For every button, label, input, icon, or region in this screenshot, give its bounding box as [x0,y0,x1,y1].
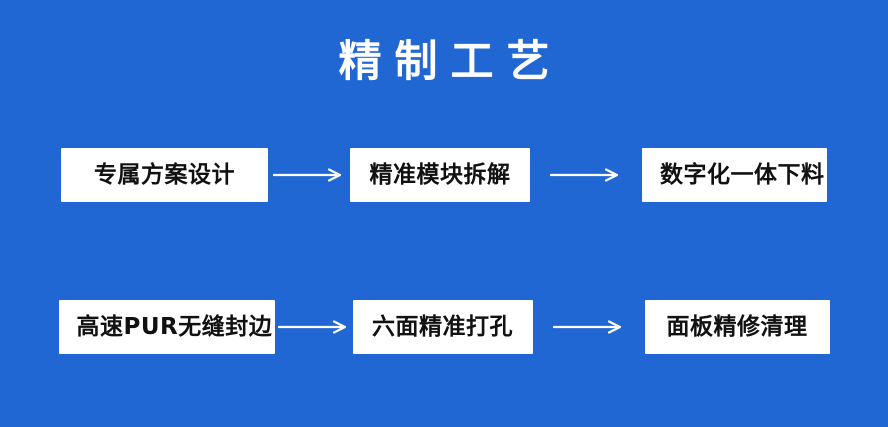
process-step-2[interactable]: 精准模块拆解 [350,148,530,202]
page-title: 精制工艺 [338,37,563,87]
arrow-right-icon [268,148,350,202]
process-step-6[interactable]: 面板精修清理 [644,300,830,354]
process-step-4[interactable]: 高速PUR无缝封边 [58,300,275,354]
process-row-1: 专属方案设计 精准模块拆解 数字化一体下料 [0,148,888,202]
arrow-right-icon [275,300,353,354]
process-step-1[interactable]: 专属方案设计 [61,148,268,202]
process-row-2: 高速PUR无缝封边 六面精准打孔 面板精修清理 [0,300,888,354]
process-step-3[interactable]: 数字化一体下料 [642,148,827,202]
arrow-right-icon [530,148,642,202]
arrow-right-icon [533,300,645,354]
process-step-5[interactable]: 六面精准打孔 [352,300,533,354]
